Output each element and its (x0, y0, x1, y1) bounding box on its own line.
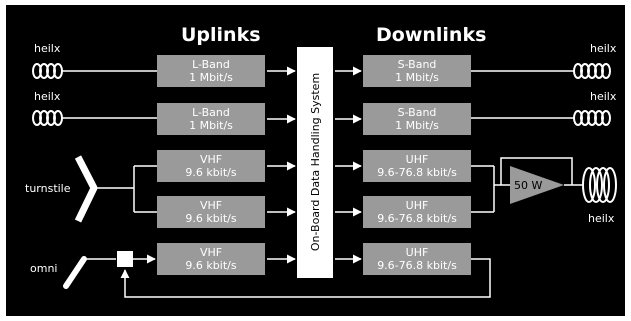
uplink-box-3: VHF 9.6 kbit/s (157, 150, 265, 182)
uhf-helix-antenna-icon (582, 167, 617, 203)
turnstile-label: turnstile (25, 182, 71, 195)
turnstile-connector (97, 165, 157, 213)
helix-antenna-left-1 (32, 63, 157, 79)
svg-text:9.6 kbit/s: 9.6 kbit/s (185, 259, 236, 272)
svg-text:On-Board Data Handling System: On-Board Data Handling System (309, 73, 322, 251)
helix-label-right-1: heilx (590, 42, 617, 55)
svg-text:1 Mbit/s: 1 Mbit/s (189, 71, 233, 84)
feedback-loop-arrow (120, 258, 491, 298)
helix-antenna-right-1 (471, 63, 611, 79)
uplink-box-5: VHF 9.6 kbit/s (157, 243, 265, 275)
svg-text:1 Mbit/s: 1 Mbit/s (189, 119, 233, 132)
svg-text:UHF: UHF (406, 153, 429, 166)
svg-text:S-Band: S-Band (398, 106, 437, 119)
uplink-to-obdh-arrows (267, 66, 296, 264)
downlink-box-4: UHF 9.6-76.8 kbit/s (363, 196, 471, 228)
svg-text:9.6 kbit/s: 9.6 kbit/s (185, 166, 236, 179)
omni-label: omni (30, 262, 57, 275)
svg-text:UHF: UHF (406, 246, 429, 259)
omni-antenna-icon (63, 256, 87, 289)
svg-text:S-Band: S-Band (398, 58, 437, 71)
uplinks-header: Uplinks (181, 24, 261, 46)
helix-label-left-2: heilx (34, 90, 61, 103)
svg-text:VHF: VHF (200, 153, 222, 166)
uhf-combiner (471, 157, 573, 213)
svg-text:9.6 kbit/s: 9.6 kbit/s (185, 212, 236, 225)
uplink-box-4: VHF 9.6 kbit/s (157, 196, 265, 228)
svg-text:L-Band: L-Band (192, 106, 230, 119)
svg-text:9.6-76.8 kbit/s: 9.6-76.8 kbit/s (377, 212, 457, 225)
uplink-box-2: L-Band 1 Mbit/s (157, 103, 265, 135)
omni-switch-node (117, 251, 133, 267)
svg-text:L-Band: L-Band (192, 58, 230, 71)
svg-text:VHF: VHF (200, 246, 222, 259)
amplifier-50w: 50 W (510, 166, 564, 204)
downlink-box-2: S-Band 1 Mbit/s (363, 103, 471, 135)
svg-text:1 Mbit/s: 1 Mbit/s (395, 71, 439, 84)
obdh-box: On-Board Data Handling System (297, 47, 333, 278)
helix-antenna-left-2 (32, 110, 157, 126)
helix-antenna-right-2 (471, 110, 611, 126)
obdh-to-downlink-arrows (335, 66, 362, 264)
downlinks-header: Downlinks (376, 24, 486, 46)
svg-text:1 Mbit/s: 1 Mbit/s (395, 119, 439, 132)
downlink-box-5: UHF 9.6-76.8 kbit/s (363, 243, 471, 275)
downlink-box-1: S-Band 1 Mbit/s (363, 55, 471, 87)
helix-label-right-2: heilx (590, 90, 617, 103)
uplink-box-1: L-Band 1 Mbit/s (157, 55, 265, 87)
helix-label-left-1: heilx (34, 42, 61, 55)
svg-text:UHF: UHF (406, 199, 429, 212)
svg-text:VHF: VHF (200, 199, 222, 212)
helix-label-uhf: heilx (588, 212, 615, 225)
svg-text:50 W: 50 W (514, 179, 542, 192)
svg-text:9.6-76.8 kbit/s: 9.6-76.8 kbit/s (377, 166, 457, 179)
downlink-box-3: UHF 9.6-76.8 kbit/s (363, 150, 471, 182)
svg-text:9.6-76.8 kbit/s: 9.6-76.8 kbit/s (377, 259, 457, 272)
turnstile-antenna-icon (74, 155, 98, 223)
